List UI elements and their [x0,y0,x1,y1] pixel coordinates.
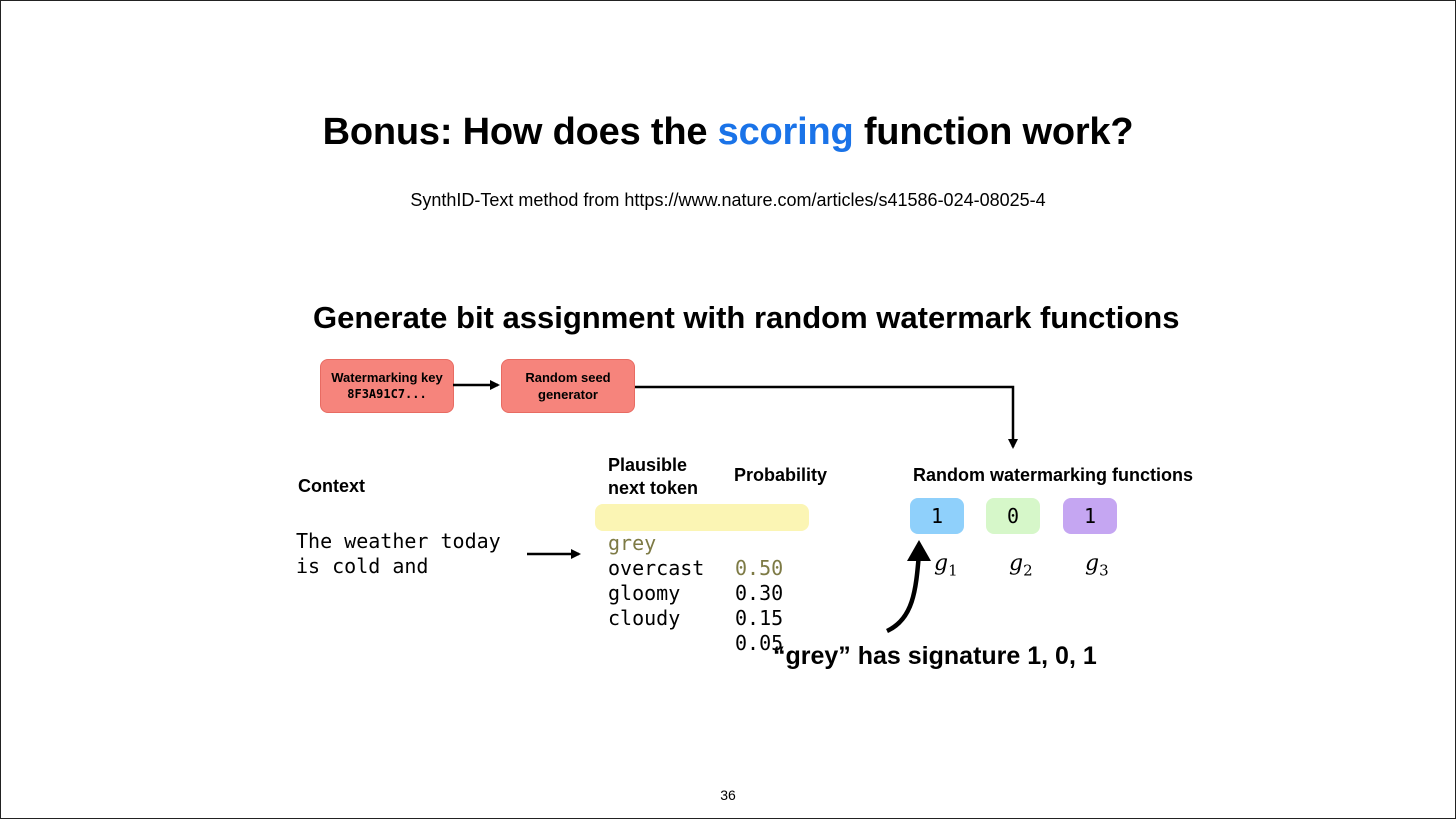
title-highlight: scoring [717,111,854,153]
context-label: Context [298,476,365,496]
g2-bit-box: 0 [986,498,1040,534]
context-line1: The weather today [296,529,501,553]
signature-arrow-head [907,540,931,561]
g3-subscript: 3 [1099,561,1109,580]
seed-to-functions-arrow [635,385,1018,449]
token-row: gloomy 0.15 [608,556,783,656]
token-row: grey 0.50 [608,506,783,606]
g2-label: g2 [1009,551,1033,579]
context-line2: is cold and [296,554,429,578]
g1-subscript: 1 [948,561,958,580]
watermarking-key-box: Watermarking key 8F3A91C7... [320,359,454,413]
token-prob: 0.05 [735,631,784,655]
page-number: 36 [720,787,736,803]
g3-letter: g [1085,551,1100,576]
token-header-line2: next token [608,478,699,498]
key-label: Watermarking key [331,370,443,385]
next-token-header: Plausible next token [608,454,698,500]
g3-bit-box: 1 [1063,498,1117,534]
token-word: cloudy [608,606,681,630]
random-seed-generator-box: Random seed generator [501,359,635,413]
token-word: gloomy [608,581,681,605]
source-citation: SynthID-Text method from https://www.nat… [410,190,1046,210]
g2-subscript: 2 [1023,561,1033,580]
token-word: grey [608,531,657,555]
title-prefix: Bonus: How does the [322,111,718,153]
token-word: overcast [608,556,705,580]
g1-letter: g [934,551,949,576]
g3-label: g3 [1085,551,1109,579]
token-prob: 0.15 [735,606,784,630]
watermark-functions-header: Random watermarking functions [913,465,1194,485]
token-row: overcast 0.30 [608,531,783,631]
slide-title: Bonus: How does the scoring function wor… [1,111,1455,154]
title-suffix: function work? [853,111,1134,153]
g1-label: g1 [934,551,958,579]
token-row: cloudy 0.05 [608,581,783,681]
probability-header: Probability [734,465,828,485]
seed-line2: generator [538,387,598,402]
section-subtitle: Generate bit assignment with random wate… [313,300,1180,335]
key-value: 8F3A91C7... [347,387,427,401]
seed-line1: Random seed [525,370,611,385]
token-prob: 0.30 [735,581,784,605]
g1-bit-box: 1 [910,498,964,534]
selected-token-highlight [595,504,809,531]
g2-letter: g [1009,551,1024,576]
token-header-line1: Plausible [608,455,688,475]
signature-curved-arrow [885,552,922,634]
token-prob: 0.50 [735,556,784,580]
signature-caption: “grey” has signature 1, 0, 1 [773,642,1097,670]
